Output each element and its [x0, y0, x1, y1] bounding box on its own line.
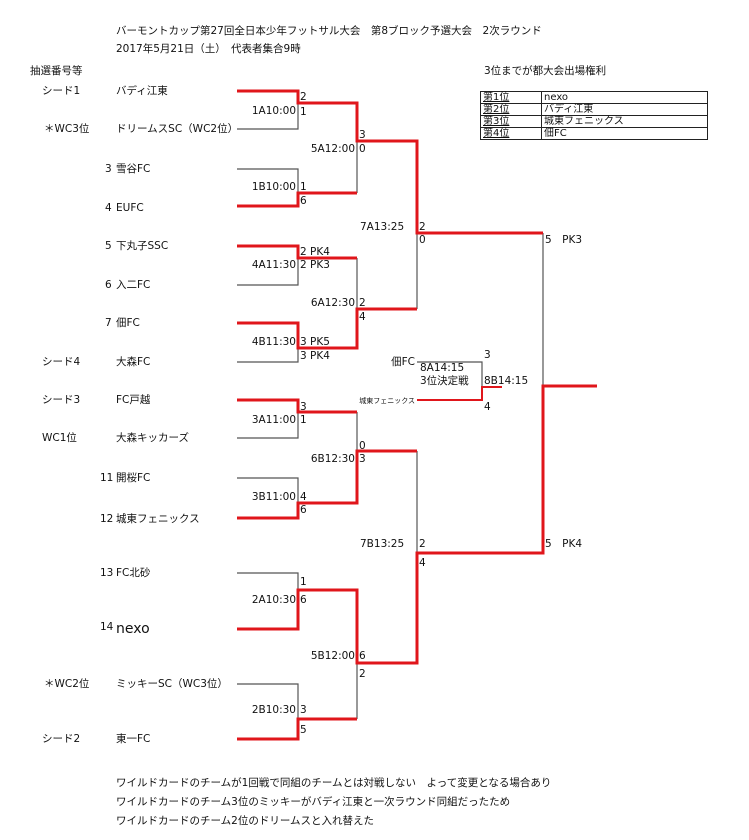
score: 2 PK3 — [300, 259, 330, 271]
score: 6 — [359, 650, 366, 662]
team-seed: ＊WC3位 — [44, 123, 90, 135]
score: 2 — [359, 297, 366, 309]
team-name: 入二FC — [116, 279, 151, 291]
team-name: nexo — [116, 621, 150, 637]
team-number: 14 — [100, 621, 114, 633]
team-name: ドリームスSC（WC2位） — [116, 123, 239, 135]
third-place-team-bottom: 城東フェニックス — [359, 397, 415, 405]
match-label-7b: 7B13:25 — [360, 538, 405, 550]
bracket-winner-lines — [237, 89, 597, 741]
note: ワイルドカードのチーム3位のミッキーがバディ江東と一次ラウンド同組だったため — [116, 796, 511, 808]
team-name: EUFC — [116, 202, 144, 214]
draw-number-heading: 抽選番号等 — [30, 65, 83, 77]
third-place-title: 3位決定戦 — [420, 375, 469, 387]
match-label-2a: 2A10:30 — [251, 594, 296, 606]
qualify-note: 3位までが都大会出場権利 — [484, 65, 607, 77]
team-name: 佃FC — [116, 317, 140, 329]
team-seed: ＊WC2位 — [44, 678, 90, 690]
ranking-row: 第4位佃FC — [480, 127, 708, 140]
score: 4 — [419, 557, 426, 569]
score: 3 — [359, 453, 366, 465]
match-label-5a: 5A12:00 — [310, 143, 355, 155]
ranking-row: 第3位城東フェニックス — [480, 115, 708, 128]
match-label-4b: 4B11:30 — [251, 336, 296, 348]
match-label-7a: 7A13:25 — [360, 221, 405, 233]
match-label-8a: 8A14:15 — [420, 362, 465, 374]
third-place-team-top: 佃FC — [391, 356, 415, 368]
team-number: 6 — [105, 279, 112, 291]
score: 4 — [484, 401, 491, 413]
score: 2 — [300, 91, 307, 103]
score: 1 — [300, 576, 307, 588]
match-label-1a: 1A10:00 — [251, 105, 296, 117]
score: 0 — [359, 143, 366, 155]
match-label-5b: 5B12:00 — [310, 650, 355, 662]
score: 1 — [300, 414, 307, 426]
team-seed: シード1 — [42, 85, 81, 97]
score: 2 PK4 — [300, 246, 330, 258]
team-name: FC戸越 — [116, 394, 151, 406]
team-name: 大森キッカーズ — [116, 432, 189, 444]
match-label-6b: 6B12:30 — [310, 453, 355, 465]
team-name: 開桜FC — [116, 472, 151, 484]
note: ワイルドカードのチームが1回戦で同組のチームとは対戦しない よって変更となる場合… — [116, 777, 552, 789]
event-date: 2017年5月21日（土） 代表者集合9時 — [116, 43, 301, 55]
ranking-row: 第2位バディ江東 — [480, 103, 708, 116]
team-number: 12 — [100, 513, 114, 525]
score: 0 — [419, 234, 426, 246]
team-seed: WC1位 — [42, 432, 77, 444]
score: 2 — [419, 221, 426, 233]
team-name: バディ江東 — [116, 85, 168, 97]
team-number: 11 — [100, 472, 114, 484]
team-name: ミッキーSC（WC3位） — [116, 678, 228, 690]
match-label-6a: 6A12:30 — [310, 297, 355, 309]
team-number: 4 — [105, 202, 112, 214]
match-label-8b: 8B14:15 — [484, 375, 529, 387]
note: ワイルドカードのチーム2位のドリームスと入れ替えた — [116, 815, 375, 827]
team-name: 城東フェニックス — [116, 513, 200, 525]
score: 6 — [300, 504, 307, 516]
score: 3 PK4 — [300, 350, 330, 362]
team-number: 5 — [105, 240, 112, 252]
team-number: 3 — [105, 163, 112, 175]
team-number: 7 — [105, 317, 112, 329]
score: 0 — [359, 440, 366, 452]
team-seed: シード2 — [42, 733, 81, 745]
score: 2 — [419, 538, 426, 550]
score: 5 — [300, 724, 307, 736]
score: 3 — [359, 129, 366, 141]
team-number: 13 — [100, 567, 114, 579]
match-label-3b: 3B11:00 — [251, 491, 296, 503]
score: 4 — [300, 491, 307, 503]
score: 6 — [300, 594, 307, 606]
match-label-1b: 1B10:00 — [251, 181, 296, 193]
score: 2 — [359, 668, 366, 680]
team-seed: シード4 — [42, 356, 81, 368]
page-title: バーモントカップ第27回全日本少年フットサル大会 第8ブロック予選大会 2次ラウ… — [116, 25, 542, 37]
score: 3 PK5 — [300, 336, 330, 348]
score: 1 — [300, 181, 307, 193]
team-name: 下丸子SSC — [116, 240, 169, 252]
final-score-bottom: 5 PK4 — [545, 538, 583, 550]
score: 6 — [300, 195, 307, 207]
score: 3 — [484, 349, 491, 361]
score: 3 — [300, 704, 307, 716]
team-name: 雪谷FC — [116, 163, 151, 175]
match-label-3a: 3A11:00 — [251, 414, 296, 426]
team-name: 東一FC — [116, 733, 151, 745]
team-name: FC北砂 — [116, 567, 151, 579]
team-seed: シード3 — [42, 394, 81, 406]
final-score-top: 5 PK3 — [545, 234, 583, 246]
bracket-gray-lines — [237, 103, 544, 719]
score: 4 — [359, 311, 366, 323]
match-label-4a: 4A11:30 — [251, 259, 296, 271]
team-name: 大森FC — [116, 356, 151, 368]
match-label-2b: 2B10:30 — [251, 704, 296, 716]
score: 1 — [300, 106, 307, 118]
score: 3 — [300, 401, 307, 413]
